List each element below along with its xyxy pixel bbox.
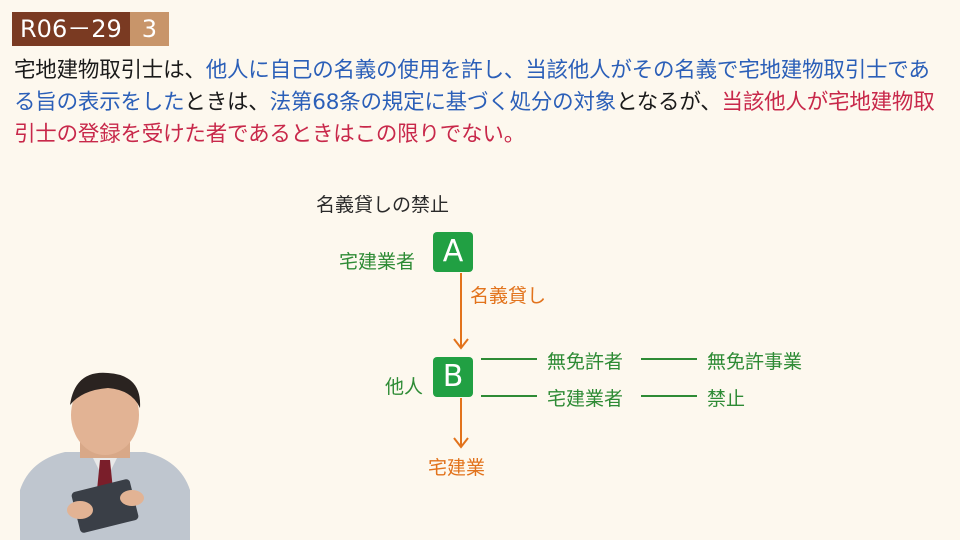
question-segment: 法第68条の規定に基づく処分の対象 xyxy=(269,90,617,115)
node-b-label: 他人 xyxy=(385,376,424,398)
arrowhead-b-to-result xyxy=(453,437,469,449)
question-text: 宅地建物取引士は、他人に自己の名義の使用を許し、当該他人がその名義で宅地建物取引… xyxy=(14,55,949,151)
presenter-image xyxy=(20,372,190,540)
branch-1-end: 無免許事業 xyxy=(707,351,803,373)
question-badge: R06－29 3 xyxy=(12,12,170,46)
option-number: 3 xyxy=(129,12,170,46)
node-a-box: A xyxy=(433,232,473,272)
question-segment: 宅地建物取引士は、 xyxy=(14,58,206,83)
branch-1-middle: 無免許者 xyxy=(547,351,624,373)
question-segment: 当該他人が宅地建物取引士の登録を受けた者であるときはこの限りでない。 xyxy=(14,90,935,147)
question-segment: となるが、 xyxy=(616,90,722,115)
arrowhead-a-to-b xyxy=(453,338,469,350)
node-b-box: B xyxy=(433,357,473,397)
question-id: R06－29 xyxy=(12,12,130,46)
question-segment: ときは、 xyxy=(184,90,270,115)
node-a-label: 宅建業者 xyxy=(339,251,416,273)
question-segment: 他人に自己の名義の使用を許し、当該他人がその名義で宅地建物取引士である旨の表示を… xyxy=(14,58,930,115)
branch-2-middle: 宅建業者 xyxy=(547,388,624,410)
branch-2-end: 禁止 xyxy=(707,388,746,410)
result-label: 宅建業 xyxy=(428,457,486,479)
arrow-label: 名義貸し xyxy=(470,285,547,307)
diagram-title: 名義貸しの禁止 xyxy=(316,194,450,216)
